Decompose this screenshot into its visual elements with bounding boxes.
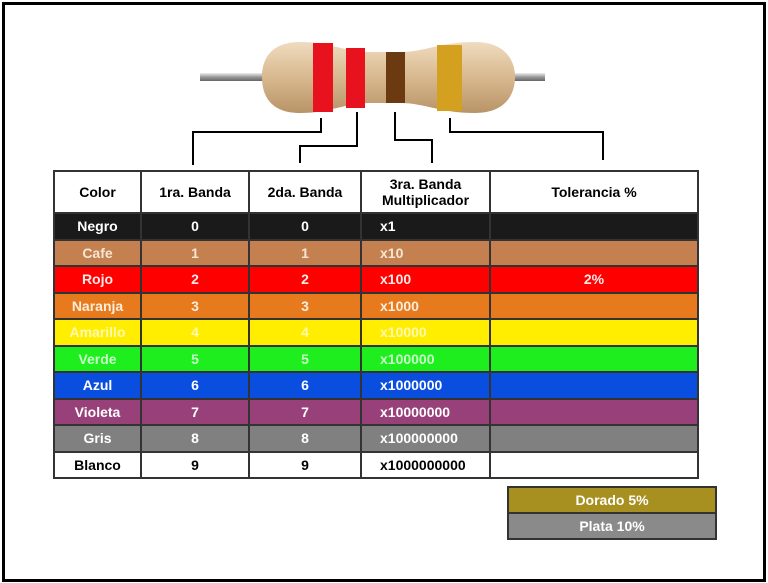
tolerance-value <box>489 212 699 241</box>
band-2-value: 7 <box>248 397 362 426</box>
multiplier-value: x100 <box>360 265 491 294</box>
multiplier-value: x100000 <box>360 344 491 373</box>
tolerance-value <box>489 344 699 373</box>
band-1-value: 1 <box>140 238 250 267</box>
band-2 <box>346 48 365 108</box>
header-tolerance: Tolerancia % <box>489 170 699 214</box>
tolerance-value <box>489 238 699 267</box>
header-color: Color <box>53 170 142 214</box>
tolerance-value <box>489 450 699 479</box>
band-1-value: 5 <box>140 344 250 373</box>
color-name: Azul <box>53 371 142 400</box>
header-multiplier: 3ra. Banda Multiplicador <box>360 170 491 214</box>
band-1 <box>313 43 333 112</box>
color-name: Negro <box>53 212 142 241</box>
resistor-illustration <box>192 42 604 165</box>
band-2-value: 6 <box>248 371 362 400</box>
color-name: Blanco <box>53 450 142 479</box>
header-band-1: 1ra. Banda <box>140 170 250 214</box>
band-2-value: 8 <box>248 424 362 453</box>
band-2-value: 9 <box>248 450 362 479</box>
color-name: Naranja <box>53 291 142 320</box>
band-1-value: 9 <box>140 450 250 479</box>
table-header: Color 1ra. Banda 2da. Banda 3ra. Banda M… <box>53 170 699 214</box>
multiplier-value: x1000 <box>360 291 491 320</box>
color-name: Verde <box>53 344 142 373</box>
multiplier-value: x1000000 <box>360 371 491 400</box>
band-1-value: 6 <box>140 371 250 400</box>
multiplier-value: x10000 <box>360 318 491 347</box>
color-name: Cafe <box>53 238 142 267</box>
tolerance-value <box>489 318 699 347</box>
leader-lines <box>192 112 604 165</box>
band-1-value: 0 <box>140 212 250 241</box>
band-1-value: 3 <box>140 291 250 320</box>
tolerance-value <box>489 371 699 400</box>
color-name: Rojo <box>53 265 142 294</box>
extra-tolerance-row: Plata 10% <box>507 512 717 540</box>
color-name: Amarillo <box>53 318 142 347</box>
band-1-value: 4 <box>140 318 250 347</box>
band-1-value: 2 <box>140 265 250 294</box>
color-code-table: Color 1ra. Banda 2da. Banda 3ra. Banda M… <box>53 170 699 479</box>
band-1-value: 8 <box>140 424 250 453</box>
band-2-value: 3 <box>248 291 362 320</box>
multiplier-value: x1000000000 <box>360 450 491 479</box>
band-2-value: 5 <box>248 344 362 373</box>
color-name: Gris <box>53 424 142 453</box>
band-3 <box>386 52 405 103</box>
band-2-value: 0 <box>248 212 362 241</box>
band-2-value: 2 <box>248 265 362 294</box>
color-name: Violeta <box>53 397 142 426</box>
multiplier-value: x100000000 <box>360 424 491 453</box>
multiplier-value: x1 <box>360 212 491 241</box>
multiplier-value: x10 <box>360 238 491 267</box>
tolerance-value <box>489 424 699 453</box>
tolerance-value: 2% <box>489 265 699 294</box>
extra-tolerance-row: Dorado 5% <box>507 486 717 514</box>
band-2-value: 4 <box>248 318 362 347</box>
tolerance-value <box>489 291 699 320</box>
header-band-2: 2da. Banda <box>248 170 362 214</box>
band-1-value: 7 <box>140 397 250 426</box>
tolerance-value <box>489 397 699 426</box>
multiplier-value: x10000000 <box>360 397 491 426</box>
band-2-value: 1 <box>248 238 362 267</box>
band-4 <box>437 45 462 111</box>
